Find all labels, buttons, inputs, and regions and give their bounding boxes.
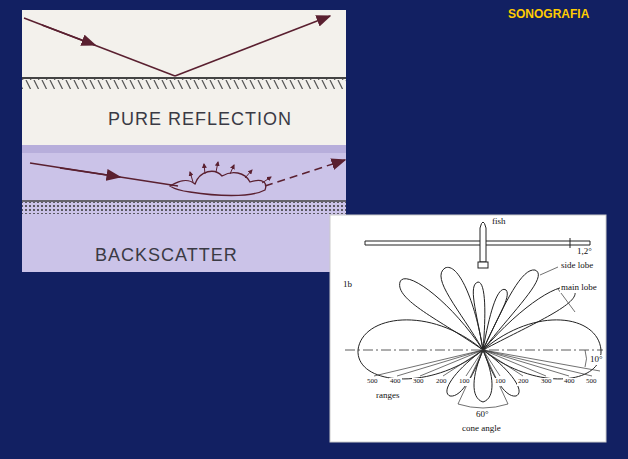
range-number: 100 bbox=[494, 378, 507, 386]
axis-label: cone angle bbox=[461, 424, 502, 434]
range-number: 500 bbox=[585, 378, 598, 386]
range-number: 200 bbox=[435, 378, 448, 386]
scatter-interface bbox=[170, 171, 266, 195]
axis-label: ranges bbox=[375, 391, 401, 401]
range-number: 400 bbox=[563, 378, 576, 386]
part-label: fish bbox=[491, 217, 507, 227]
range-number: 100 bbox=[458, 378, 471, 386]
surface-line bbox=[22, 77, 346, 79]
panel-caption: BACKSCATTER bbox=[95, 246, 238, 266]
range-number: 500 bbox=[366, 378, 379, 386]
fish-body bbox=[480, 222, 486, 262]
seabed-dots bbox=[22, 202, 346, 214]
beam-panel bbox=[330, 215, 606, 442]
angle-label: 1,2° bbox=[576, 247, 593, 257]
incident-ray bbox=[30, 163, 178, 186]
figure-number: 1b bbox=[342, 280, 353, 290]
range-number: 300 bbox=[540, 378, 553, 386]
panel-caption: PURE REFLECTION bbox=[108, 110, 292, 130]
angle-label: 60° bbox=[475, 410, 490, 420]
angle-label: 10° bbox=[589, 355, 604, 365]
range-number: 300 bbox=[412, 378, 425, 386]
range-number: 400 bbox=[389, 378, 402, 386]
incident-ray bbox=[24, 18, 175, 76]
side-lobes bbox=[400, 267, 576, 402]
photo-panel bbox=[22, 10, 346, 272]
part-label: side lobe bbox=[560, 261, 594, 271]
reflected-ray bbox=[175, 16, 330, 76]
slide-title: SONOGRAFIA bbox=[508, 8, 589, 21]
part-label: main lobe bbox=[560, 283, 598, 293]
range-number: 200 bbox=[517, 378, 530, 386]
